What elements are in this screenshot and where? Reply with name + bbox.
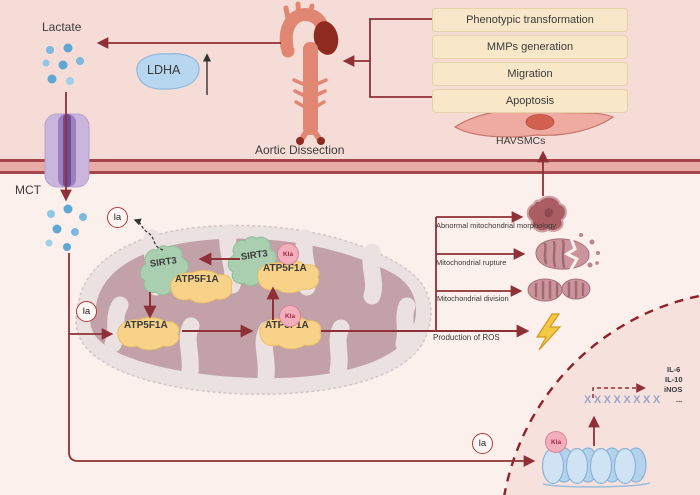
outcome-division-label: Mitochondrial division xyxy=(437,294,509,303)
pathway-arrows xyxy=(60,18,646,467)
mct-label: MCT xyxy=(15,183,41,197)
arrow-sirt3-releases-la-dashed xyxy=(133,218,164,251)
mitochondrial-division-icon xyxy=(527,278,591,302)
mitochondrial-rupture-icon xyxy=(535,233,600,272)
kla-badge-histone: Kla xyxy=(545,431,567,453)
gene-ellipsis-label: ... xyxy=(676,395,683,404)
atp5f1a-label-topleft: ATP5F1A xyxy=(175,274,219,285)
bracket-effects-boxes xyxy=(369,18,432,98)
gene-inos-label: iNOS xyxy=(664,385,683,394)
effect-box-apoptosis: Apoptosis xyxy=(432,89,628,113)
kla-badge-bottomright: Kla xyxy=(279,305,301,327)
outcome-morphology-label: Abnormal mitochondrial morphology xyxy=(436,221,557,230)
lactate-dots-cytoplasm xyxy=(45,204,87,251)
effect-box-mmps-generation: MMPs generation xyxy=(432,35,628,59)
aortic-dissection-label: Aortic Dissection xyxy=(255,143,345,157)
la-badge-nucleus: la xyxy=(472,433,493,454)
lactate-label: Lactate xyxy=(42,20,82,34)
kla-badge-topright-complex: Kla xyxy=(277,243,299,265)
abnormal-mitochondria-icon xyxy=(526,195,567,233)
histone-octamers xyxy=(541,447,651,488)
ros-lightning-icon xyxy=(535,313,562,351)
nuclear-envelope-dashed xyxy=(503,294,700,495)
plasma-membrane xyxy=(0,159,700,174)
la-badge-mito-left: la xyxy=(76,301,97,322)
gene-il6-label: IL-6 xyxy=(667,365,681,374)
arrow-gene-expression-dashed xyxy=(592,383,646,398)
chromatin-x-row: XXXXXXXX xyxy=(584,394,663,406)
la-badge-mito-top: la xyxy=(107,207,128,228)
aorta-illustration xyxy=(279,1,339,145)
havsmc-nucleus xyxy=(525,114,555,130)
effect-box-phenotypic-transformation: Phenotypic transformation xyxy=(432,8,628,32)
havsmc-cell xyxy=(453,109,615,138)
dissection-hematoma xyxy=(313,21,339,55)
atp5f1a-label-topright: ATP5F1A xyxy=(263,263,307,274)
lactate-dots-extracellular xyxy=(42,43,84,85)
ldha-blob xyxy=(136,53,200,90)
ldha-label: LDHA xyxy=(147,63,181,77)
gene-il10-label: IL-10 xyxy=(665,375,683,384)
mct-transporter xyxy=(44,113,90,188)
havsmcs-label: HAVSMCs xyxy=(496,135,546,147)
outcome-ros-label: Production of ROS xyxy=(433,333,500,342)
atp5f1a-label-bottomleft: ATP5F1A xyxy=(124,320,168,331)
arrow-lactate-to-nucleus xyxy=(68,253,536,467)
outcome-rupture-label: Mitochondrial rupture xyxy=(436,258,507,267)
effect-box-migration: Migration xyxy=(432,62,628,86)
